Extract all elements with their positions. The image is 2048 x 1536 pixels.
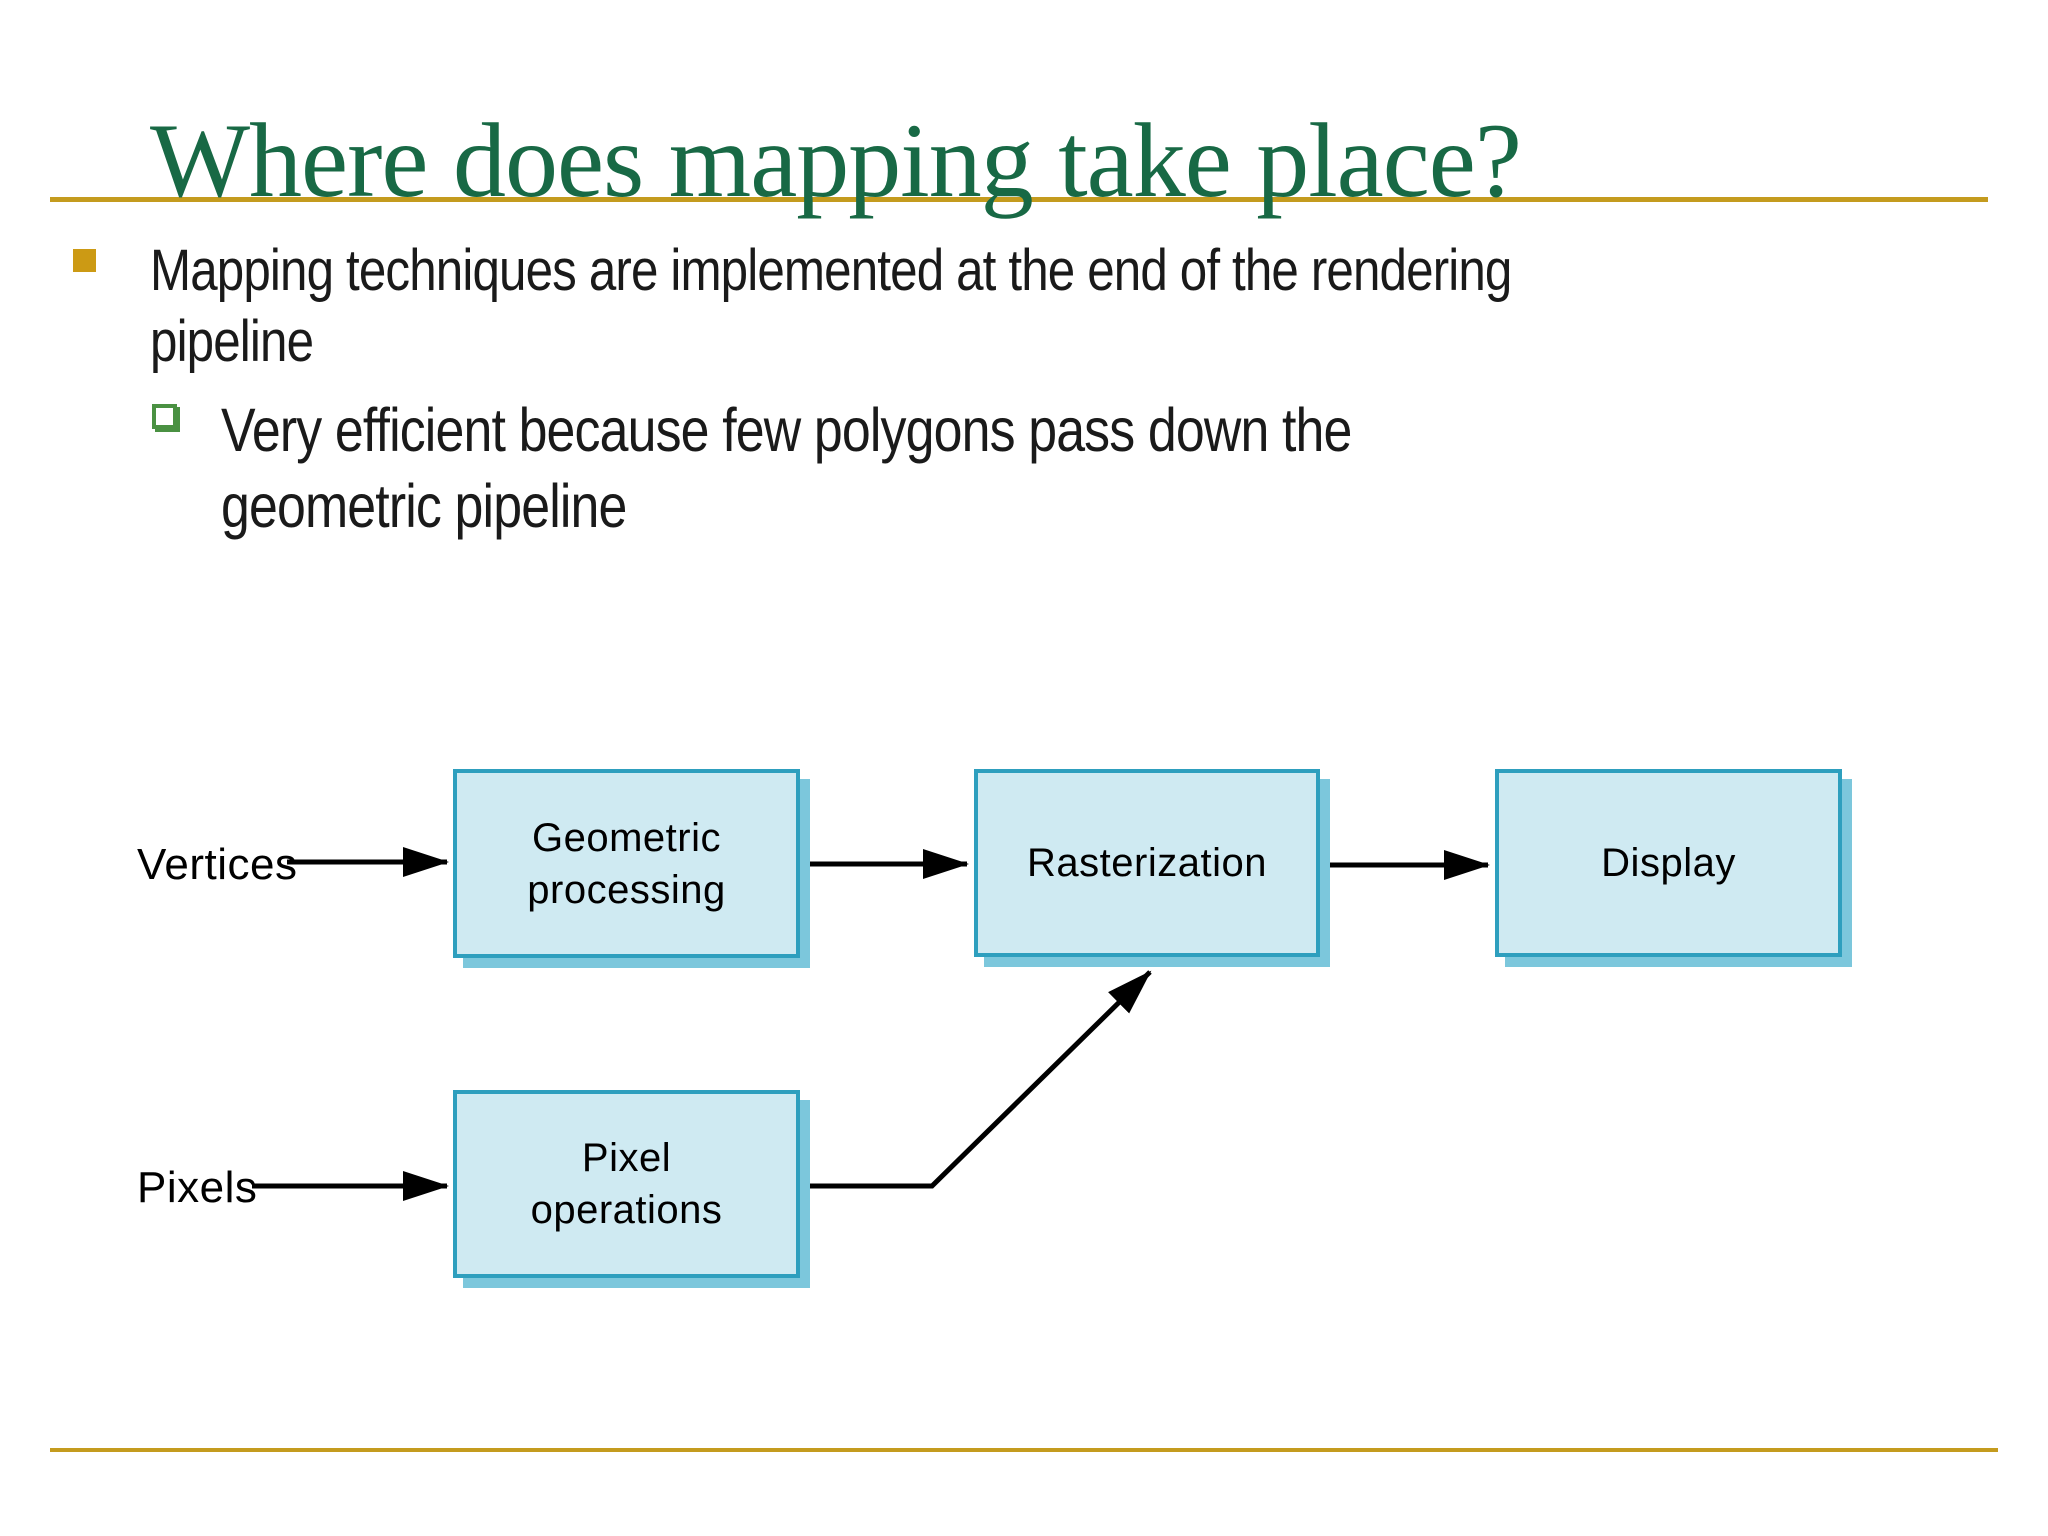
bullet-square-icon	[73, 249, 96, 272]
box-geometric-processing: Geometric processing	[453, 769, 800, 958]
bottom-rule	[50, 1448, 1998, 1452]
box-display: Display	[1495, 769, 1842, 957]
label-vertices: Vertices	[137, 840, 298, 889]
box-pixel-operations: Pixel operations	[453, 1090, 800, 1278]
slide-title: Where does mapping take place?	[150, 102, 1522, 219]
bullet-level2-text: Very efficient because few polygons pass…	[221, 396, 1352, 541]
bullet-level1-text: Mapping techniques are implemented at th…	[150, 238, 1512, 374]
label-pixels: Pixels	[137, 1163, 258, 1212]
title-underline-rule	[50, 197, 1988, 202]
sub-bullet-square-icon	[152, 404, 177, 429]
arrow-pixelops-to-rasterization	[802, 970, 1152, 1189]
box-rasterization: Rasterization	[974, 769, 1320, 957]
